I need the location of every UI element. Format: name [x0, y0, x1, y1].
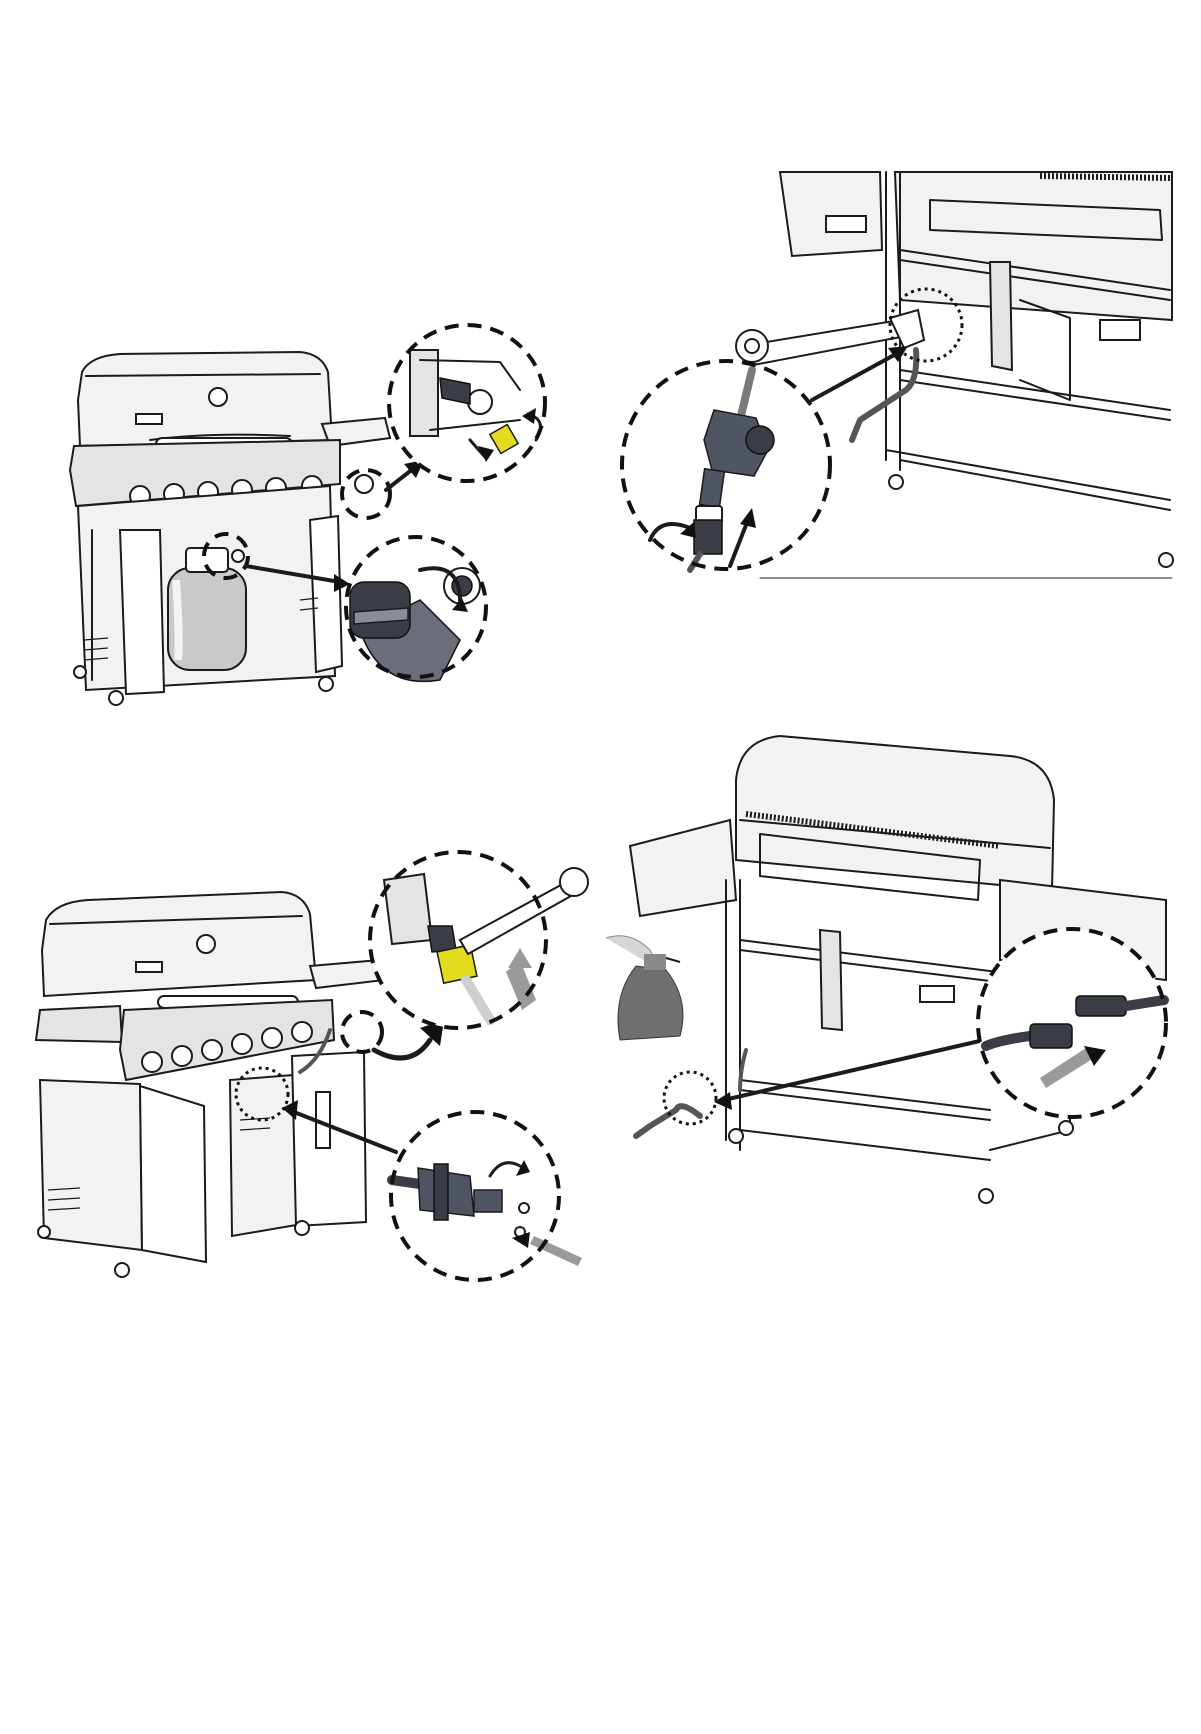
detail-fitting-wrench: [370, 852, 588, 1028]
spray-bottle: [606, 936, 683, 1040]
figure-fitting-wrench: [36, 852, 588, 1280]
detail-regulator-fitting: [622, 361, 830, 570]
figure-tank-connection: [70, 325, 545, 705]
callout-ring-inlet: [342, 1012, 382, 1052]
detail-quick-connect: [391, 1112, 582, 1280]
detail-regulator-valve: [389, 325, 545, 481]
detail-tank-valve: [346, 537, 486, 681]
callout-ring-hose: [664, 1072, 716, 1124]
grill-rear-view: [760, 172, 1173, 578]
grill-front-view-2: [36, 892, 384, 1277]
figure-leak-test: [606, 736, 1166, 1203]
detail-hose-connection: [978, 929, 1166, 1117]
figure-regulator-wrench: [622, 172, 1173, 578]
